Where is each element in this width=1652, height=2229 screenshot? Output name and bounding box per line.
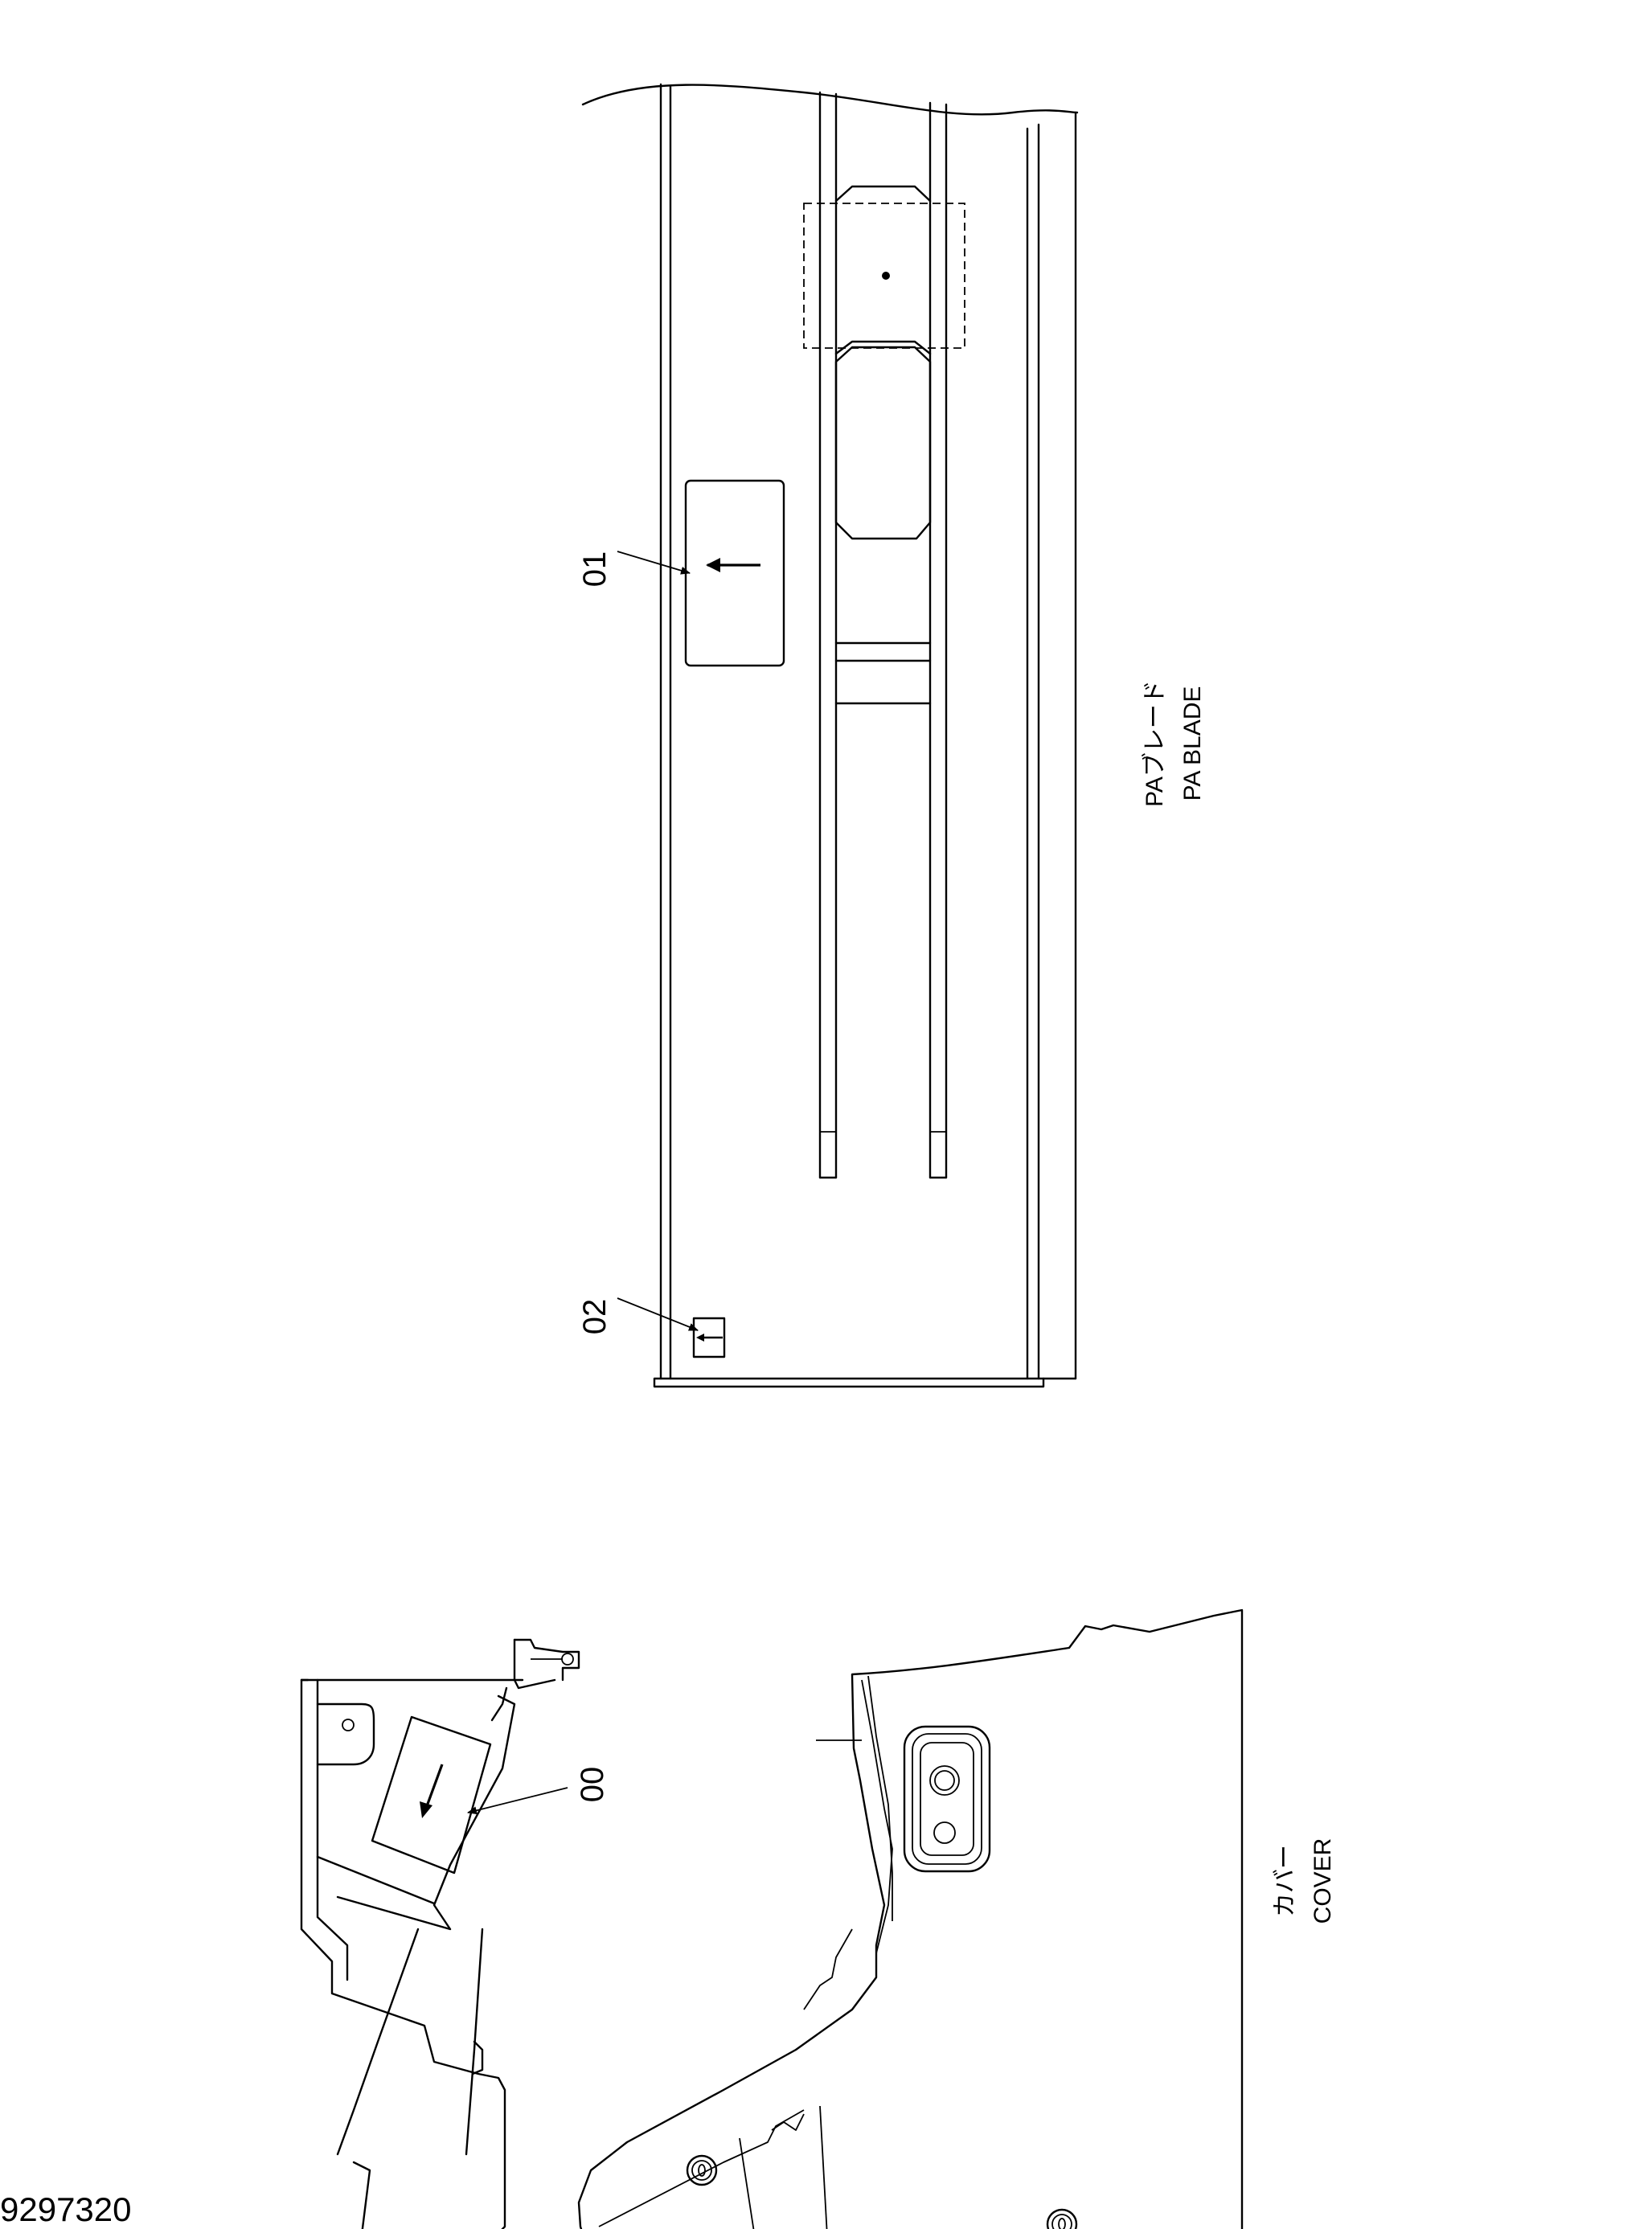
cover-bracket: 00 [300,1638,610,2229]
cover-bolt [686,2154,718,2186]
blade-base-plate [653,1377,1045,1388]
blade-title-en: PA BLADE [1179,686,1206,801]
leader-01 [617,551,691,575]
cover-bolt [1046,2208,1078,2229]
callout-01: 01 [577,551,613,588]
cover-title-en: COVER [1310,1838,1336,1924]
leader-00 [467,1787,568,1815]
arrow-decal-icon [420,1764,444,1818]
callout-00: 00 [575,1767,610,1803]
cover-main: カバー COVER [577,1608,1336,2229]
leader-02 [617,1297,699,1331]
decal-01 [684,479,785,667]
blade-title-jp: PAブレード [1142,680,1168,807]
callout-02: 02 [577,1299,613,1335]
arrow-decal-icon [706,558,760,572]
cover-window [903,1725,991,1873]
decal-00 [371,1715,492,1875]
pa-blade-view: 01 02 PAブレード PA BLADE [577,83,1206,1388]
clamp-bolt [882,272,890,280]
cover-title-jp: カバー [1272,1845,1298,1917]
decal-02 [692,1317,726,1358]
break-line [581,84,1079,116]
octagonal-plate [834,346,932,540]
document-number: 9297320 [0,2190,132,2228]
